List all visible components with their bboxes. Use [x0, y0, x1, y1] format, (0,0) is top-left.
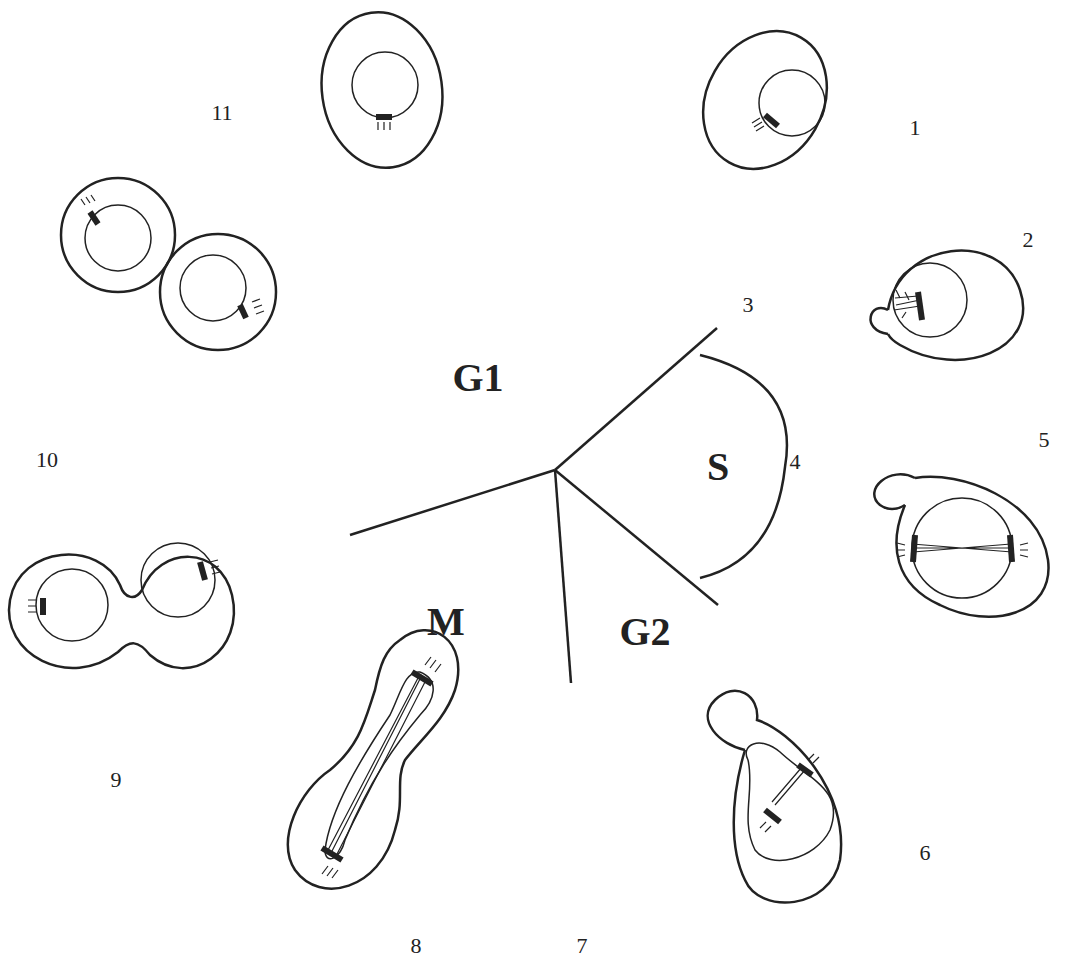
- callout-number: 6: [920, 842, 931, 864]
- callout-number: 2: [1023, 229, 1034, 251]
- phase-label: M: [427, 602, 465, 642]
- callout-number: 3: [743, 294, 754, 316]
- callout-number: 1: [910, 117, 921, 139]
- callout-number: 5: [1039, 429, 1050, 451]
- phase-label: S: [707, 447, 729, 487]
- phase-label: G2: [619, 612, 670, 652]
- callout-number: 11: [211, 102, 232, 124]
- callout-number: 4: [790, 451, 801, 473]
- callout-number: 9: [111, 769, 122, 791]
- callout-number: 10: [36, 449, 58, 471]
- callout-number: 7: [577, 935, 588, 957]
- callout-number: 8: [411, 935, 422, 957]
- phase-label: G1: [452, 358, 503, 398]
